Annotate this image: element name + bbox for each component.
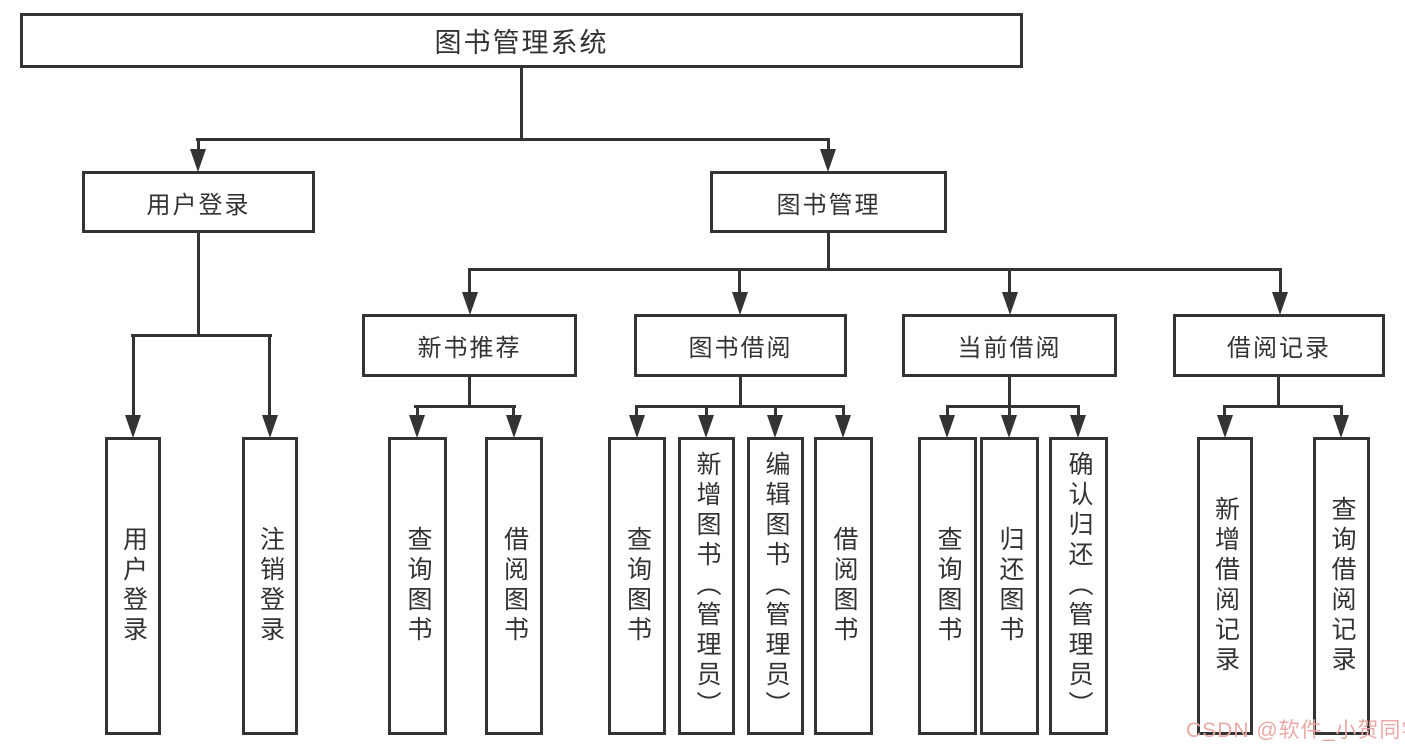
node-label: 新书推荐	[417, 335, 522, 362]
leaf-query-books-recommend: 查询图书	[388, 437, 447, 735]
connector-line	[827, 232, 830, 271]
leaf-confirm-return-admin: 确认归还（管理员）	[1049, 437, 1108, 735]
leaf-borrow-books-recommend: 借阅图书	[485, 437, 543, 735]
connector-line	[1277, 376, 1280, 407]
arrow-down-icon	[1217, 415, 1233, 438]
connector-line	[1008, 268, 1011, 296]
arrow-down-icon	[939, 415, 955, 438]
node-user-login: 用户登录	[82, 171, 315, 233]
connector-line	[827, 138, 830, 154]
connector-line	[520, 65, 523, 141]
arrow-down-icon	[835, 415, 851, 438]
node-label: 借阅记录	[1227, 335, 1331, 362]
arrow-down-icon	[1002, 292, 1018, 315]
node-label: 图书管理	[776, 191, 881, 219]
arrow-down-icon	[1333, 415, 1349, 438]
node-label: 查询图书	[934, 526, 962, 646]
node-label: 编辑图书（管理员）	[762, 451, 790, 721]
node-label: 确认归还（管理员）	[1065, 451, 1093, 721]
leaf-query-borrow-record: 查询借阅记录	[1313, 437, 1370, 735]
leaf-edit-books-admin: 编辑图书（管理员）	[747, 437, 804, 735]
connector-line	[1279, 268, 1282, 296]
connector-line	[774, 405, 777, 419]
node-borrowing-records: 借阅记录	[1173, 314, 1385, 377]
connector-line	[414, 405, 516, 408]
leaf-logout: 注销登录	[242, 437, 298, 735]
arrow-down-icon	[698, 415, 714, 438]
arrow-down-icon	[506, 415, 522, 438]
arrow-down-icon	[1001, 415, 1017, 438]
leaf-add-books-admin: 新增图书（管理员）	[678, 437, 735, 735]
leaf-return-books: 归还图书	[980, 437, 1039, 735]
node-label: 借阅图书	[830, 526, 858, 646]
node-label: 借阅图书	[500, 526, 529, 646]
arrow-down-icon	[1070, 415, 1086, 438]
connector-line	[468, 268, 1282, 271]
arrow-down-icon	[767, 415, 783, 438]
connector-line	[132, 334, 135, 419]
node-current-borrowing: 当前借阅	[902, 314, 1117, 377]
leaf-query-books-current: 查询图书	[918, 437, 977, 735]
node-label: 查询图书	[404, 526, 432, 646]
node-label: 用户登录	[146, 191, 251, 219]
node-label: 注销登录	[256, 526, 285, 646]
arrow-down-icon	[462, 292, 478, 315]
connector-line	[739, 376, 742, 407]
node-book-borrowing: 图书借阅	[634, 314, 847, 377]
node-label: 归还图书	[996, 526, 1024, 646]
connector-line	[416, 405, 419, 419]
arrow-down-icon	[409, 415, 425, 438]
connector-line	[1008, 405, 1011, 419]
connector-line	[1340, 405, 1343, 419]
node-book-management: 图书管理	[710, 171, 947, 233]
node-label: 当前借阅	[957, 335, 1062, 362]
node-new-book-recommend: 新书推荐	[362, 314, 577, 377]
connector-line	[1223, 405, 1226, 419]
arrow-down-icon	[820, 149, 836, 172]
connector-line	[512, 405, 515, 419]
node-label: 新增借阅记录	[1211, 496, 1240, 676]
connector-line	[1223, 405, 1343, 408]
leaf-query-books-borrowing: 查询图书	[608, 437, 666, 735]
arrow-down-icon	[732, 292, 748, 315]
node-label: 新增图书（管理员）	[693, 451, 721, 721]
connector-line	[705, 405, 708, 419]
arrow-down-icon	[1272, 292, 1288, 315]
node-label: 查询借阅记录	[1328, 496, 1356, 676]
connector-line	[738, 268, 741, 296]
leaf-borrow-books: 借阅图书	[814, 437, 873, 735]
connector-line	[197, 138, 200, 154]
leaf-add-borrow-record: 新增借阅记录	[1197, 437, 1253, 735]
arrow-down-icon	[125, 415, 141, 438]
connector-line	[1077, 405, 1080, 419]
connector-line	[946, 405, 1080, 408]
node-library-management-system: 图书管理系统	[20, 13, 1023, 68]
connector-line	[196, 138, 830, 141]
leaf-user-login: 用户登录	[105, 437, 161, 735]
connector-line	[197, 232, 200, 336]
connector-line	[1008, 376, 1011, 407]
node-label: 图书借阅	[688, 335, 793, 362]
connector-line	[842, 405, 845, 419]
node-label: 图书管理系统	[434, 28, 609, 58]
arrow-down-icon	[262, 415, 278, 438]
connector-line	[635, 405, 845, 408]
connector-line	[946, 405, 949, 419]
connector-line	[468, 376, 471, 407]
node-label: 用户登录	[119, 526, 148, 646]
arrow-down-icon	[190, 149, 206, 172]
watermark: CSDN @软件_小贺同学	[1186, 719, 1405, 742]
connector-line	[635, 405, 638, 419]
node-label: 查询图书	[623, 526, 652, 646]
connector-line	[131, 334, 272, 337]
arrow-down-icon	[629, 415, 645, 438]
connector-line	[468, 268, 471, 296]
connector-line	[268, 334, 271, 419]
